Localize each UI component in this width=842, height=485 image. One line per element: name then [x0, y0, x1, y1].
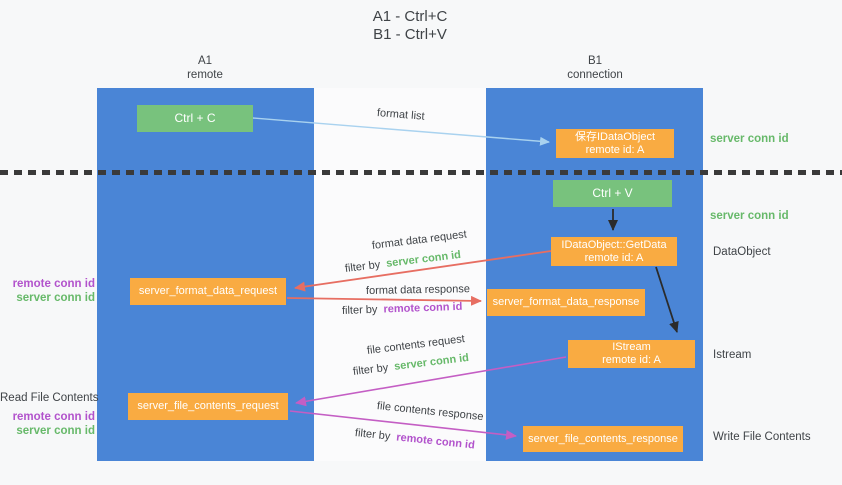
filter-by-text: filter by — [341, 303, 378, 317]
read-file-contents-label: Read File Contents — [0, 392, 99, 404]
title-line-2: B1 - Ctrl+V — [373, 26, 447, 43]
server-format-data-response-label: server_format_data_response — [492, 296, 640, 308]
remote-conn-id-label-2: remote conn id — [12, 411, 95, 423]
left-column-header: A1 remote — [155, 54, 255, 82]
istream-title: IStream — [612, 341, 651, 353]
server-format-data-response-box: server_format_data_response — [487, 289, 645, 316]
left-column-role: remote — [187, 69, 223, 81]
format-conn-id-stack: remote conn id server conn id — [0, 277, 95, 305]
diagram-title: A1 - Ctrl+C B1 - Ctrl+V — [300, 8, 520, 44]
left-column-id: A1 — [197, 55, 213, 67]
getdata-title: IDataObject::GetData — [561, 238, 667, 251]
istream-side-label: Istream — [713, 349, 752, 361]
ctrl-c-label: Ctrl + C — [174, 111, 216, 125]
right-column-id: B1 — [587, 55, 603, 67]
server-file-contents-response-box: server_file_contents_response — [523, 426, 683, 452]
server-format-data-request-label: server_format_data_request — [138, 285, 278, 297]
server-file-contents-request-label: server_file_contents_request — [137, 400, 279, 412]
server-format-data-request-box: server_format_data_request — [130, 278, 286, 305]
ctrl-c-box: Ctrl + C — [137, 105, 253, 132]
istream-box: IStream remote id: A — [568, 340, 695, 368]
server-file-contents-response-label: server_file_contents_response — [528, 432, 678, 445]
remote-conn-id-label-1: remote conn id — [12, 278, 95, 290]
title-line-1: A1 - Ctrl+C — [372, 8, 448, 25]
save-idataobject-box: 保存IDataObject remote id: A — [556, 129, 674, 158]
server-conn-id-label-1: server conn id — [16, 292, 95, 304]
server-conn-id-label-mid: server conn id — [710, 210, 789, 222]
ctrl-v-box: Ctrl + V — [553, 180, 672, 207]
dataobject-label: DataObject — [713, 246, 771, 258]
write-file-contents-label: Write File Contents — [713, 431, 811, 443]
server-conn-id-label-top: server conn id — [710, 133, 789, 145]
server-conn-id-label-2: server conn id — [16, 425, 95, 437]
session-divider — [0, 170, 842, 175]
getdata-box: IDataObject::GetData remote id: A — [551, 237, 677, 266]
save-idataobject-subtitle: remote id: A — [585, 143, 645, 156]
right-column-header: B1 connection — [545, 54, 645, 82]
format-data-response-label: format data response — [365, 283, 471, 297]
file-conn-id-stack: Read File Contents remote conn id server… — [0, 391, 99, 438]
right-column-role: connection — [567, 69, 623, 81]
server-file-contents-request-box: server_file_contents_request — [128, 393, 288, 420]
getdata-subtitle: remote id: A — [584, 251, 644, 264]
ctrl-v-label: Ctrl + V — [592, 186, 633, 200]
save-idataobject-title: 保存IDataObject — [574, 130, 656, 143]
istream-subtitle: remote id: A — [602, 354, 661, 366]
